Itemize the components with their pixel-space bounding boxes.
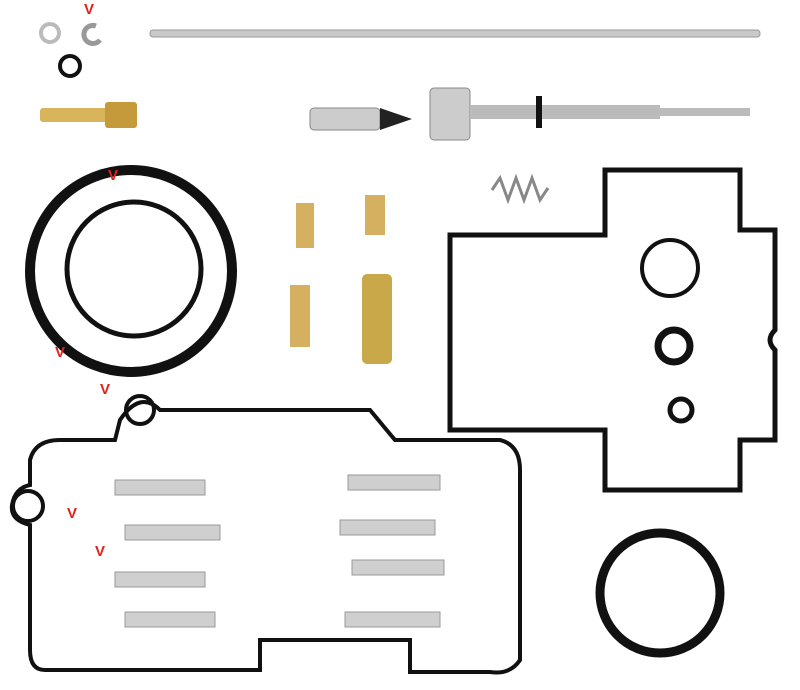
annotation-marker-4: V: [100, 381, 111, 398]
annotation-marker-5: V: [67, 505, 78, 522]
annotation-marker-1: V: [84, 1, 95, 18]
annotation-marker-3: V: [55, 344, 66, 361]
annotation-marker-2: V: [108, 167, 119, 184]
annotation-marker-6: V: [95, 543, 106, 560]
